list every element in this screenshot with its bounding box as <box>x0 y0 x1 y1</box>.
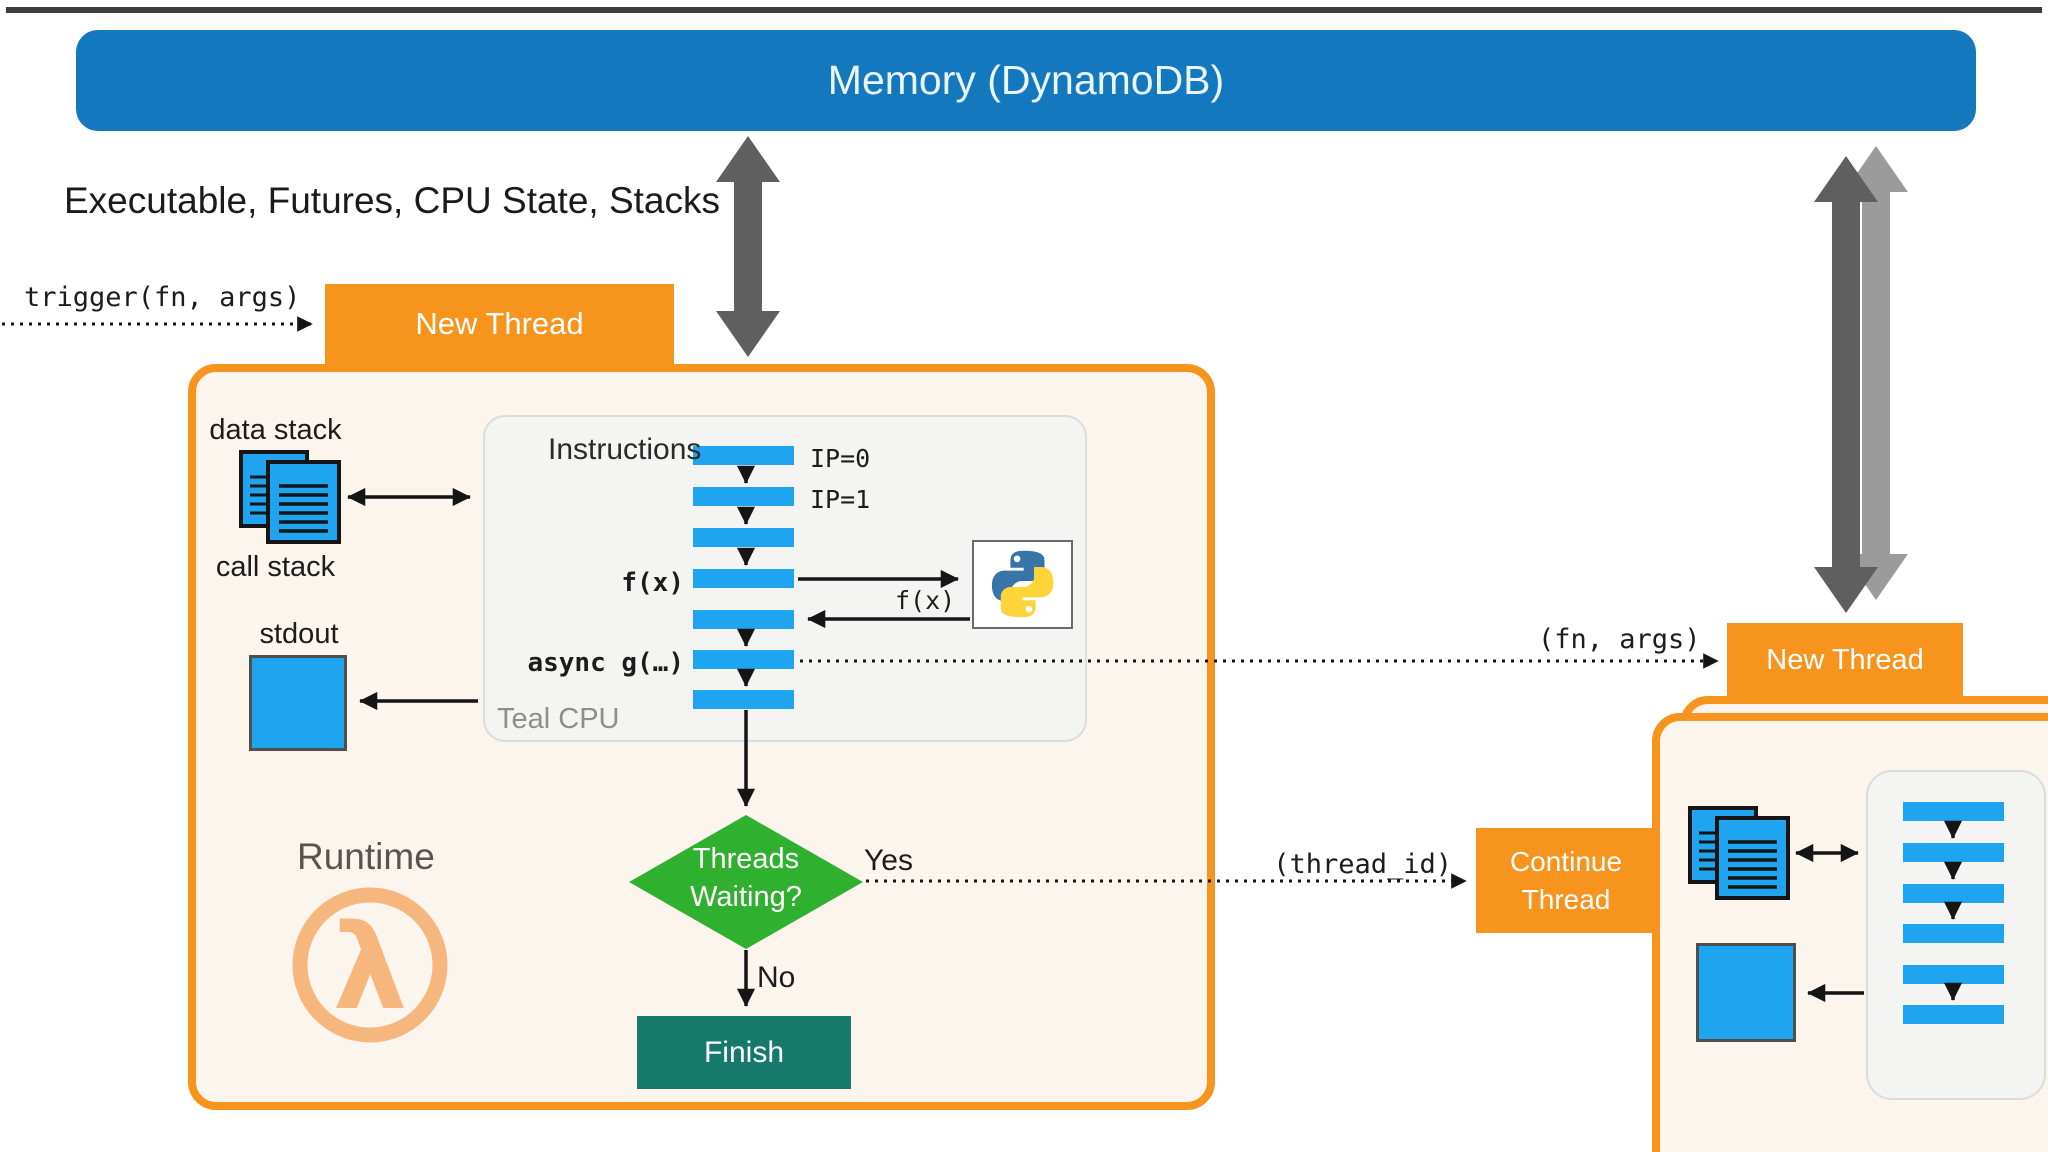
finish-box: Finish <box>637 1016 851 1089</box>
continue-thread-box: Continue Thread <box>1476 828 1656 933</box>
data-stack-label: data stack <box>209 414 342 446</box>
call-stack-label: call stack <box>215 551 336 583</box>
stack-pages-icon <box>1688 806 1790 900</box>
memory-bar-title: Memory (DynamoDB) <box>827 57 1225 103</box>
instruction-bar <box>693 446 794 465</box>
instruction-bar <box>1903 802 2004 821</box>
instruction-bar <box>693 528 794 547</box>
decision-line2: Waiting? <box>690 881 802 913</box>
python-logo-icon <box>991 550 1054 618</box>
continue-thread-line2: Thread <box>1521 883 1611 915</box>
thread-id-edge-label: (thread_id) <box>1273 849 1452 880</box>
instruction-bar <box>1903 1005 2004 1024</box>
right-new-thread-tab: New Thread <box>1727 623 1963 697</box>
memory-sync-arrow <box>1814 156 1878 613</box>
decision-line1: Threads <box>692 843 800 875</box>
stdout-buffer-square <box>249 655 347 751</box>
yes-branch-label: Yes <box>864 844 913 877</box>
memory-contents-caption: Executable, Futures, CPU State, Stacks <box>64 180 721 221</box>
instruction-bar <box>1903 965 2004 984</box>
continue-thread-line1: Continue <box>1509 845 1623 877</box>
stack-pages-icon <box>239 450 341 544</box>
instruction-bar <box>693 487 794 506</box>
instruction-bar-fx <box>693 569 794 588</box>
right-stdout-square <box>1696 943 1796 1042</box>
instruction-bar <box>693 690 794 709</box>
runtime-label: Runtime <box>297 836 435 877</box>
instruction-bar <box>1903 843 2004 862</box>
memory-dynamodb-bar: Memory (DynamoDB) <box>76 30 1976 131</box>
instructions-title: Instructions <box>548 433 702 466</box>
instruction-bar <box>1903 924 2004 943</box>
lambda-runtime-icon: λ <box>292 887 448 1043</box>
instruction-bar <box>693 610 794 629</box>
instruction-bar-async-g <box>693 650 794 669</box>
async-g-label: async g(…) <box>527 648 684 678</box>
no-branch-label: No <box>757 961 796 994</box>
instruction-bar <box>1903 884 2004 903</box>
stdout-label: stdout <box>259 618 339 650</box>
fn-args-edge-label: (fn, args) <box>1538 624 1701 655</box>
memory-sync-arrow <box>716 136 780 357</box>
ip0-label: IP=0 <box>810 444 871 473</box>
teal-cpu-label: Teal CPU <box>497 703 620 735</box>
ip1-label: IP=1 <box>810 485 871 514</box>
fx-call-label: f(x) <box>621 568 684 598</box>
memory-sync-arrow-back <box>1844 146 1908 600</box>
top-divider-line <box>6 7 2042 13</box>
left-new-thread-tab: New Thread <box>325 284 674 364</box>
lambda-glyph: λ <box>333 898 408 1036</box>
trigger-call-label: trigger(fn, args) <box>24 282 301 313</box>
fx-return-label: f(x) <box>895 586 956 615</box>
